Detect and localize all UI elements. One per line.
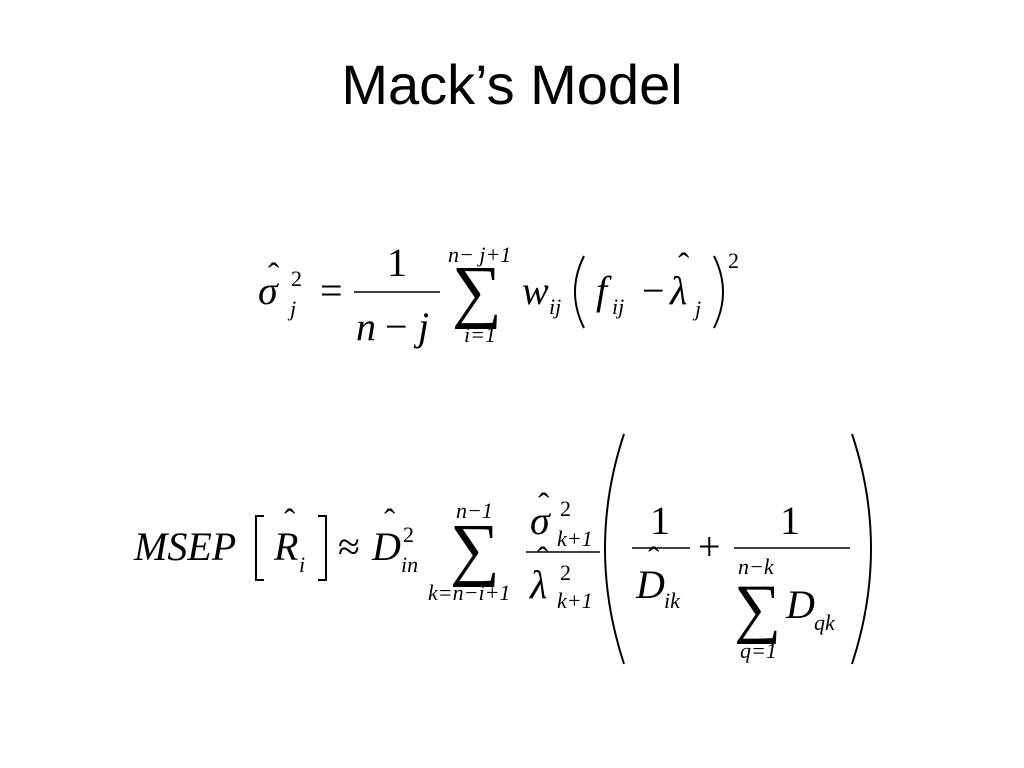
lambda-superscript-2: 2 bbox=[560, 560, 571, 585]
d-qk-symbol: D bbox=[785, 582, 815, 627]
sigma-superscript-2: 2 bbox=[291, 266, 302, 291]
sigma-hat: ˆ bbox=[268, 257, 280, 294]
factor-f: f bbox=[596, 268, 612, 313]
sigma-symbol: σ bbox=[258, 268, 279, 313]
d-in-symbol: D bbox=[371, 524, 401, 569]
d-ik-subscript: ik bbox=[664, 588, 681, 613]
minus-sign: − bbox=[642, 268, 665, 313]
d-in-superscript-2: 2 bbox=[403, 522, 414, 547]
lambda-symbol: λ bbox=[529, 562, 547, 607]
d-qk-subscript: qk bbox=[814, 610, 836, 635]
sum-lower-limit: k=n−i+1 bbox=[428, 580, 510, 605]
weight-w: w bbox=[522, 268, 549, 313]
reserve-hat: ˆ bbox=[284, 503, 296, 540]
lambda-subscript-j: j bbox=[692, 296, 701, 321]
first-term-numerator: 1 bbox=[650, 498, 670, 543]
lambda-subscript-k1: k+1 bbox=[557, 588, 593, 613]
sigma-symbol: σ bbox=[530, 498, 551, 543]
d-ik-symbol: D bbox=[635, 562, 665, 607]
denominator-j: j bbox=[413, 304, 429, 349]
left-bracket bbox=[255, 515, 264, 581]
left-parenthesis bbox=[574, 255, 585, 329]
approx-sign: ≈ bbox=[338, 524, 360, 569]
sum-lower-limit: i=1 bbox=[464, 322, 496, 347]
right-bracket bbox=[318, 515, 327, 581]
equals-sign: = bbox=[320, 268, 343, 313]
denominator-n: n bbox=[356, 304, 376, 349]
sigma-squared-equation: σ ˆ j 2 = 1 n − j n− j+1 ∑ i=1 w ij f ij… bbox=[258, 240, 739, 349]
lambda-symbol: λ bbox=[669, 268, 687, 313]
summation-sign: ∑ bbox=[450, 511, 500, 588]
reserve-r: R bbox=[273, 524, 298, 569]
inner-sum-lower-limit: q=1 bbox=[740, 638, 777, 663]
sigma-subscript-j: j bbox=[287, 296, 296, 321]
sigma-superscript-2: 2 bbox=[560, 496, 571, 521]
big-left-parenthesis bbox=[604, 433, 625, 665]
denominator-minus: − bbox=[385, 304, 408, 349]
lambda-hat: ˆ bbox=[537, 541, 549, 578]
big-right-parenthesis bbox=[851, 433, 872, 665]
inner-summation-sign: ∑ bbox=[734, 572, 781, 645]
right-parenthesis bbox=[713, 255, 724, 329]
lambda-hat: ˆ bbox=[678, 247, 690, 284]
weight-subscript-ij: ij bbox=[549, 294, 561, 319]
sigma-subscript-k1: k+1 bbox=[557, 526, 593, 551]
plus-sign: + bbox=[698, 524, 721, 569]
summation-sign: ∑ bbox=[452, 253, 502, 330]
sigma-hat: ˆ bbox=[538, 487, 550, 524]
fraction-numerator: 1 bbox=[387, 240, 407, 285]
reserve-subscript-i: i bbox=[299, 552, 305, 577]
msep-label: MSEP bbox=[133, 524, 236, 569]
sum-upper-limit: n− j+1 bbox=[448, 242, 511, 267]
inner-sum-upper-limit: n−k bbox=[738, 554, 775, 579]
d-ik-hat: ˆ bbox=[648, 541, 660, 578]
slide-title: Mack’s Model bbox=[341, 53, 683, 116]
factor-subscript-ij: ij bbox=[612, 294, 624, 319]
d-in-subscript: in bbox=[401, 552, 418, 577]
sum-upper-limit: n−1 bbox=[456, 498, 493, 523]
msep-equation: MSEP R ˆ i ≈ D ˆ in 2 n−1 ∑ k=n−i+1 σ ˆ … bbox=[133, 433, 872, 665]
second-term-numerator: 1 bbox=[780, 498, 800, 543]
outer-superscript-2: 2 bbox=[728, 248, 739, 273]
d-in-hat: ˆ bbox=[384, 503, 396, 540]
